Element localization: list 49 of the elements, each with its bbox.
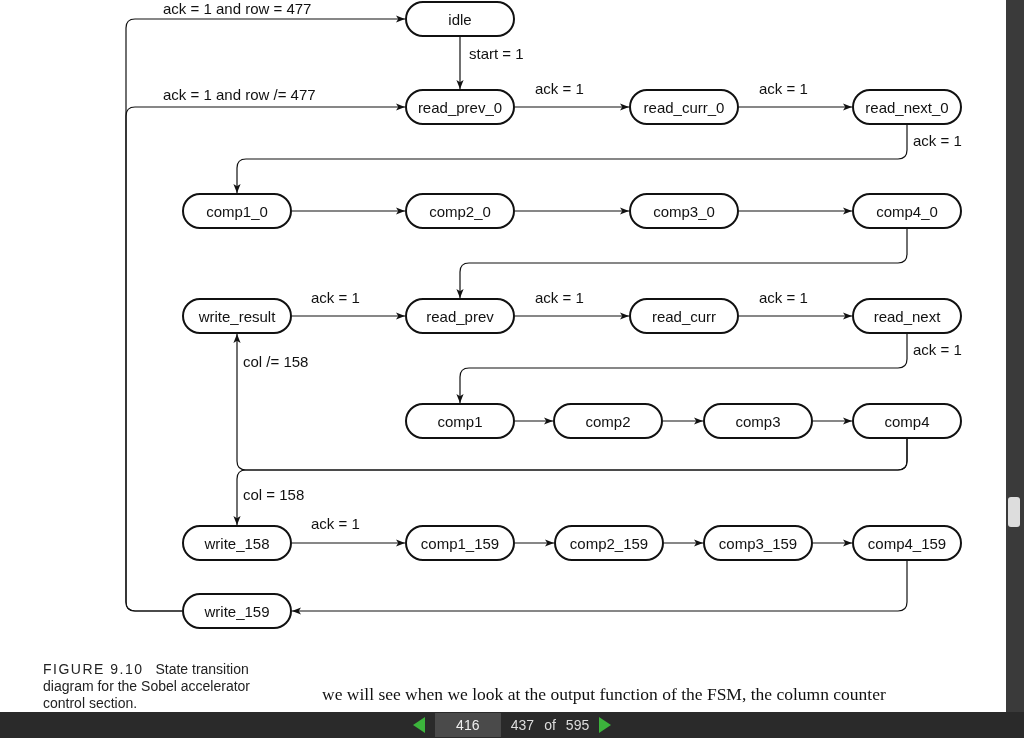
arrow bbox=[662, 417, 704, 425]
state-node: comp3_0 bbox=[629, 193, 739, 229]
state-node: comp1_159 bbox=[405, 525, 515, 561]
state-node: comp4 bbox=[852, 403, 962, 439]
arrow bbox=[812, 539, 853, 547]
arrow bbox=[514, 103, 630, 111]
page-count: 595 bbox=[565, 717, 590, 733]
arrow bbox=[514, 417, 554, 425]
arrow bbox=[456, 36, 464, 90]
page-label: of bbox=[544, 717, 556, 733]
arrow bbox=[291, 560, 908, 615]
state-node: comp2_0 bbox=[405, 193, 515, 229]
page-number-field: 416 bbox=[434, 713, 501, 737]
state-node: read_next_0 bbox=[852, 89, 962, 125]
arrow bbox=[233, 124, 908, 194]
state-node: write_158 bbox=[182, 525, 292, 561]
arrow bbox=[456, 333, 908, 404]
figure-caption: FIGURE 9.10 State transition diagram for the Sobel accelerator control section. bbox=[43, 661, 251, 712]
state-node: write_result bbox=[182, 298, 292, 334]
arrow bbox=[456, 228, 908, 299]
state-node: read_next bbox=[852, 298, 962, 334]
arrow bbox=[514, 207, 630, 215]
state-node: comp2_159 bbox=[554, 525, 664, 561]
arrow bbox=[514, 312, 630, 320]
state-node: idle bbox=[405, 1, 515, 37]
state-node: comp3 bbox=[703, 403, 813, 439]
state-node: read_curr_0 bbox=[629, 89, 739, 125]
arrow bbox=[514, 539, 555, 547]
state-node: read_prev bbox=[405, 298, 515, 334]
arrow bbox=[663, 539, 704, 547]
state-node: comp4_159 bbox=[852, 525, 962, 561]
state-node: comp3_159 bbox=[703, 525, 813, 561]
arrow bbox=[291, 312, 406, 320]
state-node: comp1_0 bbox=[182, 193, 292, 229]
arrow bbox=[738, 103, 853, 111]
arrow bbox=[233, 438, 908, 526]
state-node: comp2 bbox=[553, 403, 663, 439]
arrow bbox=[738, 207, 853, 215]
body-text: we will see when we look at the output function of the FSM, the column counter bbox=[322, 684, 886, 705]
page-label: 437 bbox=[510, 717, 535, 733]
arrow bbox=[291, 539, 406, 547]
state-node: write_159 bbox=[182, 593, 292, 629]
arrow bbox=[738, 312, 853, 320]
state-node: read_prev_0 bbox=[405, 89, 515, 125]
state-node: comp1 bbox=[405, 403, 515, 439]
state-node: comp4_0 bbox=[852, 193, 962, 229]
arrow bbox=[812, 417, 853, 425]
state-node: read_curr bbox=[629, 298, 739, 334]
arrow bbox=[291, 207, 406, 215]
